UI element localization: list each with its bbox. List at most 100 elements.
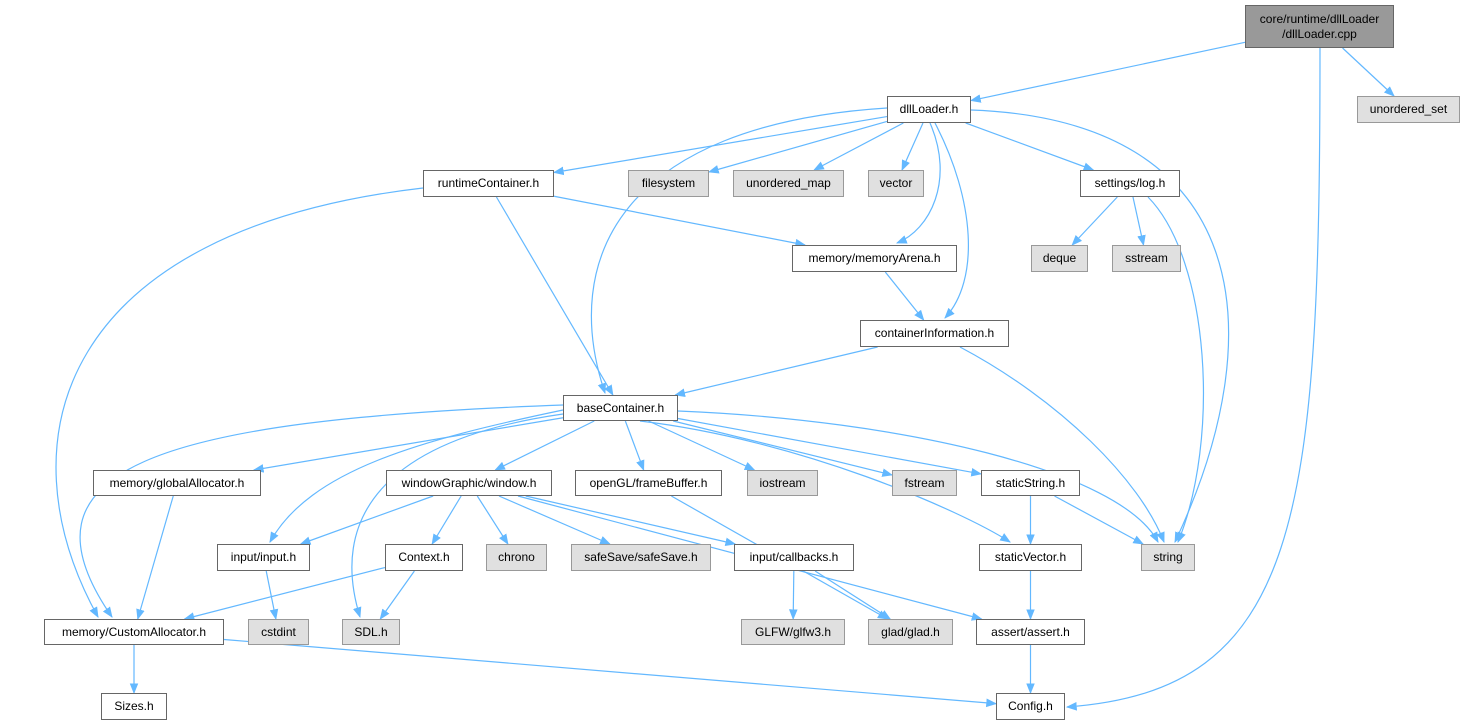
node-iostream[interactable]: iostream (747, 470, 818, 496)
node-label: Sizes.h (114, 699, 154, 713)
node-unordered_map[interactable]: unordered_map (733, 170, 844, 197)
node-deque[interactable]: deque (1031, 245, 1088, 272)
edge-baseContainer-to-SDL (351, 413, 564, 619)
node-string[interactable]: string (1141, 544, 1195, 571)
edge-memoryArena-to-containerInformation (884, 271, 925, 321)
node-dllLoader[interactable]: dllLoader.h (887, 96, 971, 123)
edge-settingsLog-to-string (1147, 196, 1205, 543)
node-label: GLFW/glfw3.h (754, 624, 832, 639)
edge-window-to-Context (431, 495, 462, 545)
node-label: iostream (759, 475, 806, 490)
node-Config[interactable]: Config.h (996, 693, 1065, 720)
edge-root-to-unordered_set (1342, 47, 1395, 97)
edge-baseContainer-to-fstream (673, 420, 894, 477)
edge-dllLoader-to-unordered_map (813, 122, 904, 171)
edge-containerInformation-to-baseContainer (674, 346, 878, 397)
node-label: input/callbacks.h (749, 550, 839, 564)
edge-settingsLog-to-sstream (1132, 196, 1146, 247)
node-chrono[interactable]: chrono (486, 544, 547, 571)
edge-baseContainer-to-iostream (648, 420, 756, 471)
node-memoryArena[interactable]: memory/memoryArena.h (792, 245, 957, 272)
node-frameBuffer[interactable]: openGL/frameBuffer.h (575, 470, 722, 496)
node-label: unordered_map (746, 176, 831, 190)
node-glad[interactable]: glad/glad.h (868, 619, 953, 645)
node-settingsLog[interactable]: settings/log.h (1080, 170, 1180, 197)
edge-dllLoader-to-filesystem (707, 120, 888, 174)
node-label: assert/assert.h (991, 624, 1070, 639)
edge-baseContainer-to-CustomAllocator (79, 404, 564, 618)
node-label: Context.h (398, 550, 450, 564)
node-label: Config.h (1008, 699, 1053, 713)
edge-globalAllocator-to-CustomAllocator (136, 495, 174, 621)
node-CustomAllocator[interactable]: memory/CustomAllocator.h (44, 619, 224, 645)
node-Context[interactable]: Context.h (385, 544, 463, 571)
node-staticVector[interactable]: staticVector.h (979, 544, 1082, 571)
edge-baseContainer-to-globalAllocator (252, 417, 564, 473)
edge-containerInformation-to-string (959, 346, 1165, 544)
edge-baseContainer-to-staticVector (639, 420, 1011, 543)
node-Sizes[interactable]: Sizes.h (101, 693, 167, 720)
node-callbacks[interactable]: input/callbacks.h (734, 544, 854, 571)
node-label: deque (1042, 251, 1077, 265)
edge-baseContainer-to-window (494, 420, 595, 471)
node-unordered_set[interactable]: unordered_set (1357, 96, 1460, 123)
node-label: core/runtime/dllLoader /dllLoader.cpp (1259, 11, 1380, 41)
node-label: memory/memoryArena.h (808, 251, 941, 265)
edge-baseContainer-to-staticString (677, 417, 983, 477)
node-label: dllLoader.h (899, 102, 959, 116)
node-label: containerInformation.h (874, 326, 995, 340)
node-label: settings/log.h (1094, 176, 1166, 190)
node-containerInformation[interactable]: containerInformation.h (860, 320, 1009, 347)
edge-callbacks-to-glad (814, 570, 892, 620)
node-label: staticString.h (995, 475, 1066, 490)
node-input[interactable]: input/input.h (217, 544, 310, 571)
edge-Context-to-CustomAllocator (183, 566, 386, 621)
edge-root-to-dllLoader (969, 41, 1246, 103)
node-label: sstream (1125, 251, 1168, 265)
node-label: chrono (498, 550, 535, 564)
node-sstream[interactable]: sstream (1112, 245, 1181, 272)
node-label: unordered_set (1369, 102, 1448, 116)
node-staticString[interactable]: staticString.h (981, 470, 1080, 496)
node-GLFW[interactable]: GLFW/glfw3.h (741, 619, 845, 645)
node-root[interactable]: core/runtime/dllLoader /dllLoader.cpp (1245, 5, 1394, 48)
edge-window-to-input (299, 495, 434, 545)
node-globalAllocator[interactable]: memory/globalAllocator.h (93, 470, 261, 496)
edge-dllLoader-to-containerInformation (934, 122, 969, 319)
node-label: SDL.h (354, 624, 388, 639)
node-runtimeContainer[interactable]: runtimeContainer.h (423, 170, 554, 197)
edge-baseContainer-to-input (269, 409, 564, 543)
node-fstream[interactable]: fstream (892, 470, 957, 496)
edge-runtimeContainer-to-CustomAllocator (55, 187, 424, 618)
edge-dllLoader-to-string (970, 109, 1230, 543)
edge-callbacks-to-GLFW (788, 570, 798, 621)
node-label: baseContainer.h (576, 400, 665, 415)
node-window[interactable]: windowGraphic/window.h (386, 470, 552, 496)
node-safeSave[interactable]: safeSave/safeSave.h (571, 544, 711, 571)
edge-dllLoader-to-vector (901, 122, 924, 171)
node-cstdint[interactable]: cstdint (248, 619, 309, 645)
node-filesystem[interactable]: filesystem (628, 170, 709, 197)
edge-dllLoader-to-runtimeContainer (552, 115, 888, 176)
edge-runtimeContainer-to-memoryArena (553, 195, 807, 248)
edge-window-to-chrono (476, 495, 509, 545)
node-vector[interactable]: vector (868, 170, 924, 197)
edge-CustomAllocator-to-Config (223, 638, 998, 708)
node-label: staticVector.h (994, 550, 1067, 564)
edge-settingsLog-to-deque (1071, 196, 1118, 246)
node-label: memory/globalAllocator.h (109, 475, 245, 490)
edge-dllLoader-to-settingsLog (965, 122, 1095, 171)
node-label: input/input.h (230, 550, 297, 564)
node-label: fstream (904, 475, 945, 490)
node-label: memory/CustomAllocator.h (61, 624, 207, 639)
node-SDL[interactable]: SDL.h (342, 619, 400, 645)
edge-window-to-callbacks (525, 495, 737, 547)
node-assert[interactable]: assert/assert.h (976, 619, 1085, 645)
edge-dllLoader-to-baseContainer (590, 107, 888, 395)
node-baseContainer[interactable]: baseContainer.h (563, 395, 678, 421)
edge-runtimeContainer-to-baseContainer (495, 196, 614, 396)
edge-staticString-to-string (1054, 495, 1145, 545)
node-label: vector (879, 176, 913, 190)
